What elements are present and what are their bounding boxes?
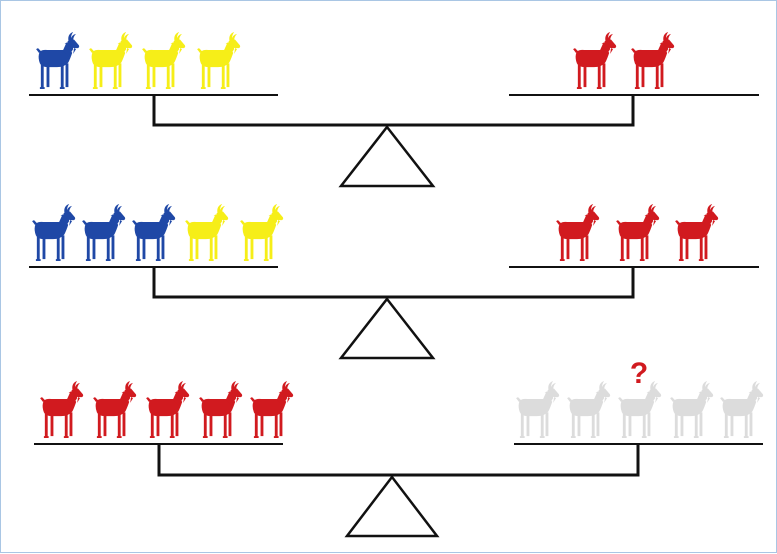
- goat-icon: [132, 204, 176, 261]
- goat-icon: [250, 381, 294, 438]
- question-mark: ?: [630, 357, 648, 390]
- fulcrum-icon: [344, 474, 440, 538]
- goat-icon: [40, 381, 84, 438]
- goat-icon: [240, 204, 284, 261]
- goat-icon: [556, 204, 600, 261]
- balance-beam: [152, 267, 635, 299]
- goat-icon: [567, 381, 611, 438]
- goat-icon: [516, 381, 560, 438]
- goat-icon: [36, 32, 80, 89]
- goat-icon: [670, 381, 714, 438]
- goat-icon: [197, 32, 241, 89]
- scale-2: [29, 204, 759, 360]
- goat-icon: [199, 381, 243, 438]
- goat-icon: [185, 204, 229, 261]
- goat-icon: [146, 381, 190, 438]
- scale-3: ?: [34, 357, 764, 538]
- fulcrum-icon: [338, 124, 436, 188]
- balance-beam: [157, 444, 640, 477]
- goat-icon: [142, 32, 186, 89]
- goat-icon: [32, 204, 76, 261]
- scale-1: [29, 32, 759, 188]
- goat-icon: [89, 32, 133, 89]
- balance-beam: [152, 95, 635, 127]
- goat-icon: [675, 204, 719, 261]
- goat-icon: [82, 204, 126, 261]
- goat-icon: [573, 32, 617, 89]
- goat-icon: [616, 204, 660, 261]
- goat-icon: [93, 381, 137, 438]
- fulcrum-icon: [338, 296, 436, 360]
- goat-icon: [631, 32, 675, 89]
- goat-icon: [720, 381, 764, 438]
